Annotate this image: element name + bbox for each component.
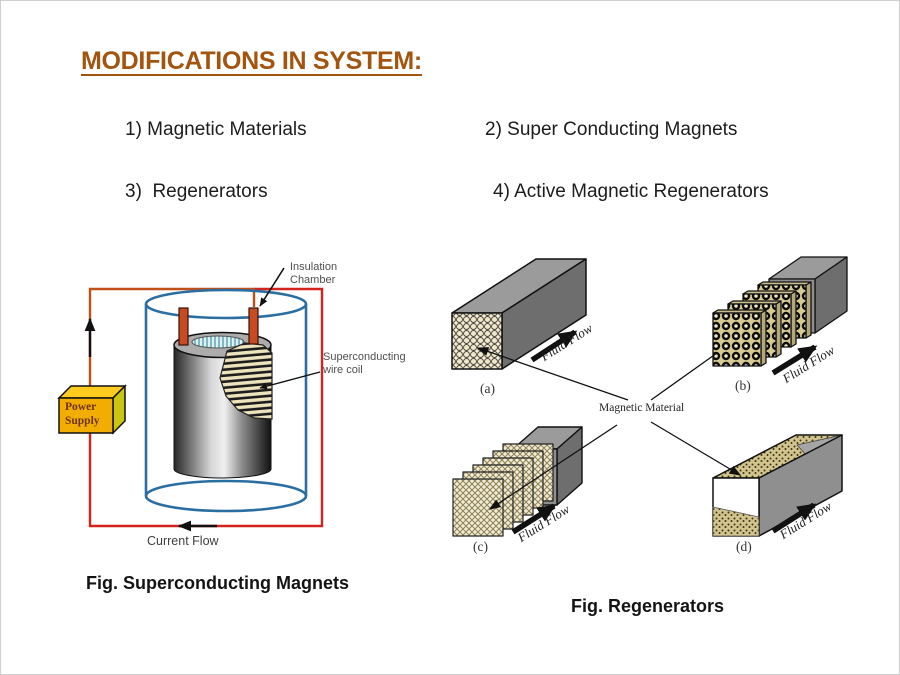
- insulation-chamber-cylinder: [144, 288, 308, 513]
- superconducting-magnet-diagram: [57, 267, 324, 532]
- pointer-lines: [476, 347, 742, 510]
- caption-regenerators: Fig. Regenerators: [571, 596, 725, 616]
- list-item-active-magnetic-regenerators: 4) Active Magnetic Regenerators: [493, 181, 769, 202]
- fluid-flow-arrow-b: [771, 344, 818, 376]
- magnet-bore: [191, 335, 245, 349]
- power-supply-label: Power Supply: [65, 401, 100, 427]
- pointer-line-b: [650, 352, 718, 401]
- list-item-super-conducting-magnets: 2) Super Conducting Magnets: [485, 119, 738, 140]
- fluid-flow-arrow-a: [530, 329, 578, 363]
- variant-key-b: (b): [735, 378, 751, 393]
- superconducting-wire-coil-label: Superconducting wire coil: [323, 351, 406, 376]
- magnetic-material-label: Magnetic Material: [599, 402, 685, 414]
- list-item-regenerators: 3) Regenerators: [125, 181, 268, 202]
- caption-superconducting-magnets: Fig. Superconducting Magnets: [86, 573, 350, 593]
- fluid-flow-arrows: [511, 329, 818, 535]
- magnet-cylinder: [173, 331, 273, 479]
- variant-key-d: (d): [736, 539, 752, 554]
- slide-title: MODIFICATIONS IN SYSTEM:: [81, 47, 422, 75]
- regenerator-plates-b: [712, 256, 848, 367]
- regenerator-particle-bed-d: [712, 434, 843, 537]
- list-item-magnetic-materials: 1) Magnetic Materials: [125, 119, 307, 140]
- fluid-flow-arrow-c: [511, 503, 557, 535]
- magnet-terminals: [178, 307, 259, 346]
- insulation-chamber-arrow: [259, 267, 285, 307]
- pointer-arrow-a: [476, 347, 629, 401]
- pointer-arrow-d: [650, 421, 742, 476]
- regenerator-block-a: [451, 258, 587, 370]
- pointer-arrow-c: [488, 424, 618, 510]
- variant-key-c: (c): [473, 539, 488, 554]
- power-supply-box: [57, 384, 127, 435]
- variant-key-a: (a): [480, 381, 495, 396]
- current-flow-label: Current Flow: [147, 534, 219, 548]
- wire-coil-arrow: [259, 371, 321, 390]
- insulation-chamber-label: Insulation Chamber: [290, 261, 338, 286]
- regenerators-diagram: [451, 256, 848, 537]
- fluid-flow-arrow-d: [771, 502, 817, 534]
